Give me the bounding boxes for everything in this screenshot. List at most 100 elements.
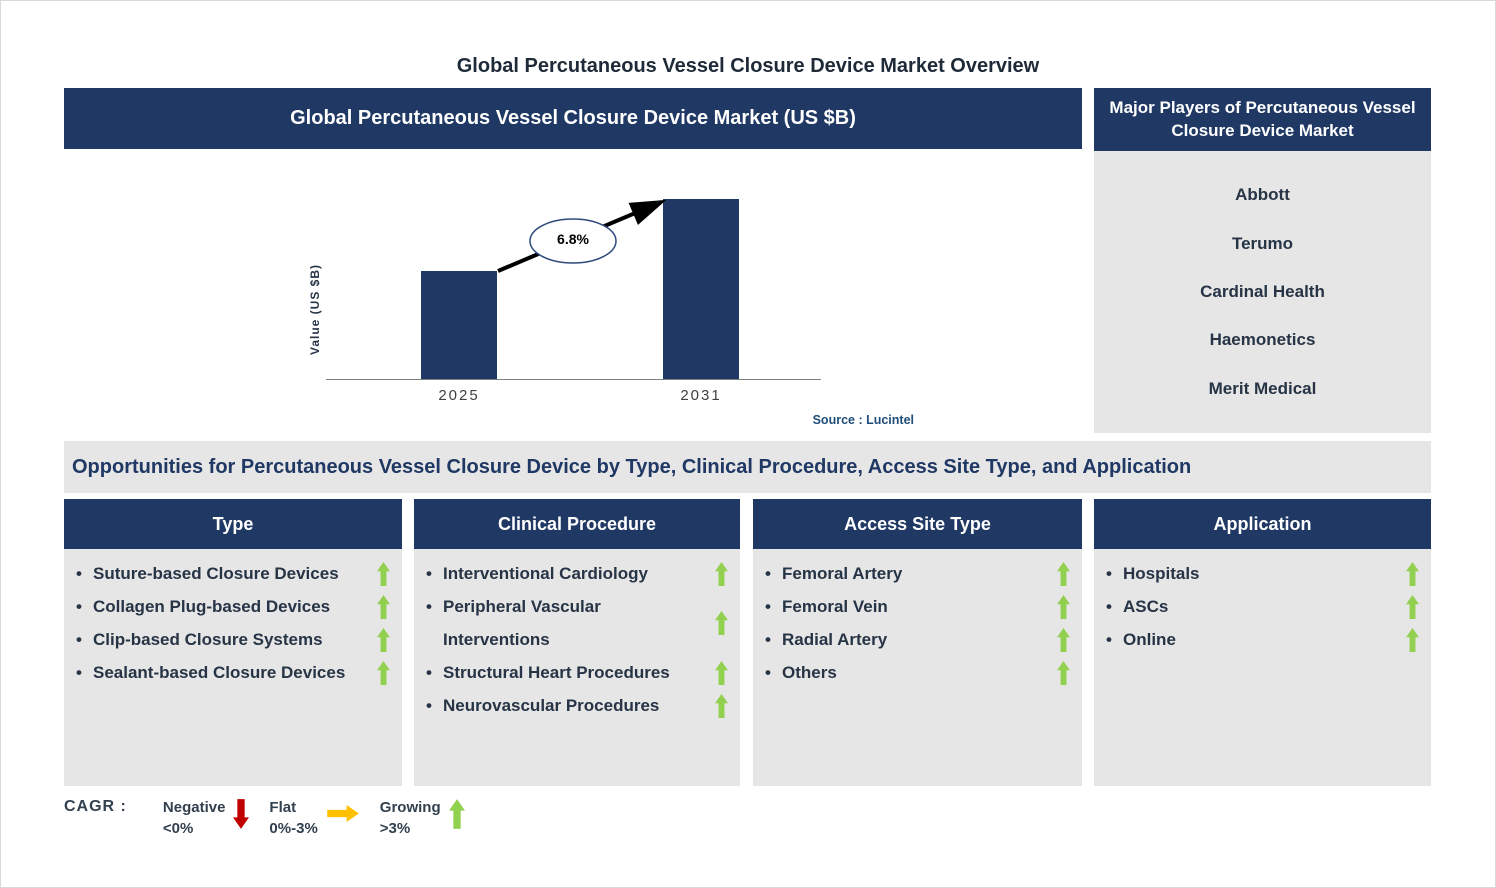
- column-application-header: Application: [1094, 499, 1431, 549]
- market-chart-header: Global Percutaneous Vessel Closure Devic…: [64, 88, 1082, 149]
- major-players-header: Major Players of Percutaneous Vessel Clo…: [1094, 88, 1431, 151]
- bullet-icon: •: [76, 663, 82, 682]
- list-item: • Clip-based Closure Systems: [76, 623, 390, 656]
- bullet-icon: •: [76, 630, 82, 649]
- source-credit: Source : Lucintel: [812, 413, 914, 427]
- bullet-icon: •: [765, 663, 771, 682]
- list-item: • Femoral Artery: [765, 557, 1070, 590]
- plot-area: 6.8%: [326, 149, 821, 379]
- list-item: • Interventional Cardiology: [426, 557, 728, 590]
- up-arrow-icon: [1406, 627, 1419, 652]
- legend-item-flat: Flat 0%-3%: [269, 797, 359, 839]
- list-item: • Neurovascular Procedures: [426, 689, 728, 722]
- up-arrow-icon: [1406, 594, 1419, 619]
- column-clinical-procedure-header: Clinical Procedure: [414, 499, 740, 549]
- column-type-body: • Suture-based Closure Devices • Collage…: [64, 549, 402, 786]
- cagr-legend: CAGR : Negative <0% Flat 0%-3% Growing >…: [64, 797, 485, 839]
- x-tick-2031: 2031: [680, 387, 722, 404]
- item-label: Femoral Vein: [782, 597, 888, 616]
- item-label: Neurovascular Procedures: [443, 696, 660, 715]
- up-arrow-icon: [1406, 561, 1419, 586]
- list-item: • Sealant-based Closure Devices: [76, 656, 390, 689]
- up-arrow-icon: [377, 627, 390, 652]
- bullet-icon: •: [1106, 564, 1112, 583]
- column-access-site-type: Access Site Type • Femoral Artery • Femo…: [753, 499, 1082, 786]
- x-axis-line: [326, 379, 821, 380]
- list-item: • Collagen Plug-based Devices: [76, 590, 390, 623]
- list-item: • Peripheral Vascular Interventions: [426, 590, 728, 656]
- list-item: • Suture-based Closure Devices: [76, 557, 390, 590]
- item-label: Radial Artery: [782, 630, 888, 649]
- up-arrow-icon: [377, 561, 390, 586]
- item-label: Sealant-based Closure Devices: [93, 663, 346, 682]
- opportunities-title: Opportunities for Percutaneous Vessel Cl…: [64, 441, 1431, 493]
- market-bar-chart: Value (US $B) 6.8% 2025 2031 Source : Lu…: [64, 149, 1082, 433]
- cagr-ellipse: [529, 218, 617, 264]
- bar-2031: [663, 199, 739, 379]
- bullet-icon: •: [765, 597, 771, 616]
- item-label: Suture-based Closure Devices: [93, 564, 339, 583]
- legend-negative-label: Negative: [162, 799, 226, 816]
- legend-item-negative: Negative <0%: [163, 797, 250, 839]
- column-access-site-type-header: Access Site Type: [753, 499, 1082, 549]
- item-label: Peripheral Vascular Interventions: [443, 597, 601, 649]
- growth-arrow-graphic: [497, 199, 667, 273]
- player-name: Haemonetics: [1209, 330, 1316, 350]
- bullet-icon: •: [426, 564, 432, 583]
- bar-2025: [421, 271, 497, 379]
- up-arrow-icon: [377, 594, 390, 619]
- bullet-icon: •: [1106, 597, 1112, 616]
- up-arrow-icon: [1057, 660, 1070, 685]
- list-item: • ASCs: [1106, 590, 1419, 623]
- list-item: • Hospitals: [1106, 557, 1419, 590]
- bullet-icon: •: [76, 564, 82, 583]
- bullet-icon: •: [426, 597, 432, 616]
- column-clinical-procedure: Clinical Procedure • Interventional Card…: [414, 499, 740, 786]
- item-label: Others: [782, 663, 837, 682]
- page-title: Global Percutaneous Vessel Closure Devic…: [456, 55, 1040, 77]
- item-label: Clip-based Closure Systems: [93, 630, 323, 649]
- item-label: ASCs: [1123, 597, 1169, 616]
- list-item: • Others: [765, 656, 1070, 689]
- up-arrow-icon: [1057, 594, 1070, 619]
- bullet-icon: •: [1106, 630, 1112, 649]
- legend-growing-range: >3%: [379, 820, 411, 837]
- legend-flat-range: 0%-3%: [269, 820, 318, 837]
- y-axis-label: Value (US $B): [308, 263, 322, 355]
- list-item: • Radial Artery: [765, 623, 1070, 656]
- cagr-value: 6.8%: [557, 231, 589, 247]
- column-application: Application • Hospitals • ASCs • Online: [1094, 499, 1431, 786]
- up-arrow-icon: [715, 660, 728, 685]
- x-tick-2025: 2025: [438, 387, 480, 404]
- column-type-header: Type: [64, 499, 402, 549]
- right-arrow-icon: [326, 805, 360, 822]
- legend-negative-range: <0%: [162, 820, 194, 837]
- list-item: • Structural Heart Procedures: [426, 656, 728, 689]
- bullet-icon: •: [426, 696, 432, 715]
- up-arrow-icon: [715, 561, 728, 586]
- cagr-legend-label: CAGR :: [64, 798, 127, 815]
- player-name: Terumo: [1231, 233, 1294, 253]
- bullet-icon: •: [765, 630, 771, 649]
- item-label: Structural Heart Procedures: [443, 663, 670, 682]
- item-label: Femoral Artery: [782, 564, 903, 583]
- list-item: • Online: [1106, 623, 1419, 656]
- up-arrow-icon: [1057, 627, 1070, 652]
- item-label: Interventional Cardiology: [443, 564, 648, 583]
- major-players-panel: Major Players of Percutaneous Vessel Clo…: [1094, 88, 1431, 433]
- up-arrow-icon: [715, 611, 728, 635]
- legend-item-growing: Growing >3%: [380, 797, 465, 839]
- legend-flat-label: Flat: [269, 799, 297, 816]
- bullet-icon: •: [76, 597, 82, 616]
- column-access-site-type-body: • Femoral Artery • Femoral Vein • Radial…: [753, 549, 1082, 786]
- item-label: Collagen Plug-based Devices: [93, 597, 331, 616]
- player-name: Abbott: [1235, 185, 1290, 205]
- up-arrow-icon: [377, 660, 390, 685]
- bullet-icon: •: [426, 663, 432, 682]
- item-label: Hospitals: [1123, 564, 1200, 583]
- item-label: Online: [1123, 630, 1176, 649]
- up-arrow-icon: [448, 799, 465, 829]
- down-arrow-icon: [233, 799, 250, 829]
- column-clinical-procedure-body: • Interventional Cardiology • Peripheral…: [414, 549, 740, 786]
